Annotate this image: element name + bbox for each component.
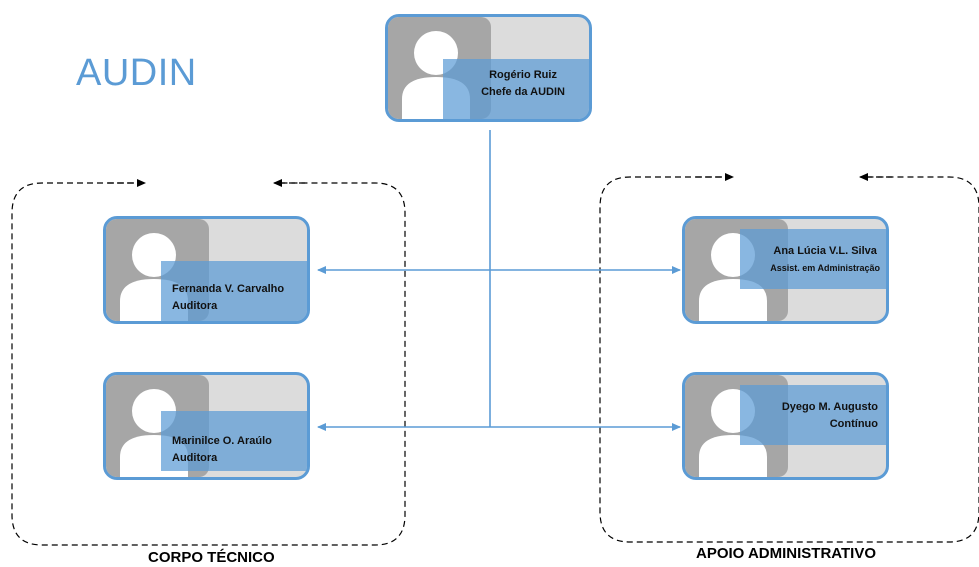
caption: Marinilce O. Araúlo Auditora [172, 433, 272, 467]
caption: Fernanda V. Carvalho Auditora [172, 281, 284, 315]
avatar-placeholder-icon [685, 375, 788, 477]
caption: Rogério Ruiz Chefe da AUDIN [481, 67, 565, 101]
name-panel [740, 229, 886, 289]
card-member-1: Fernanda V. Carvalho Auditora [103, 216, 310, 324]
group-frame-apoio-administrativo [599, 176, 979, 543]
group-frame-corpo-tecnico [11, 182, 406, 546]
person-name: Ana Lúcia V.L. Silva [773, 245, 877, 257]
name-panel [740, 385, 886, 445]
group-label-apoio-administrativo: APOIO ADMINISTRATIVO [696, 545, 876, 562]
person-name: Fernanda V. Carvalho [172, 283, 285, 295]
card-member-4: Dyego M. Augusto Contínuo [682, 372, 889, 480]
person-role: Chefe da AUDIN [481, 86, 565, 98]
person-name: Dyego M. Augusto [781, 401, 878, 413]
person-role: Auditora [172, 300, 218, 312]
card-chief: Rogério Ruiz Chefe da AUDIN [385, 14, 592, 122]
person-role: Auditora [172, 452, 218, 464]
card-member-2: Marinilce O. Araúlo Auditora [103, 372, 310, 480]
caption: Ana Lúcia V.L. Silva Assist. em Administ… [770, 243, 880, 277]
card-member-3: Ana Lúcia V.L. Silva Assist. em Administ… [682, 216, 889, 324]
person-role: Assist. em Administração [770, 263, 880, 273]
name-panel [161, 411, 307, 471]
group-label-corpo-tecnico: CORPO TÉCNICO [148, 549, 275, 566]
caption: Dyego M. Augusto Contínuo [782, 399, 878, 433]
person-name: Marinilce O. Araúlo [172, 435, 272, 447]
name-panel [161, 261, 307, 321]
person-name: Rogério Ruiz [489, 69, 557, 81]
name-panel [443, 59, 589, 119]
person-role: Contínuo [829, 418, 878, 430]
page-title: AUDIN [76, 52, 197, 94]
